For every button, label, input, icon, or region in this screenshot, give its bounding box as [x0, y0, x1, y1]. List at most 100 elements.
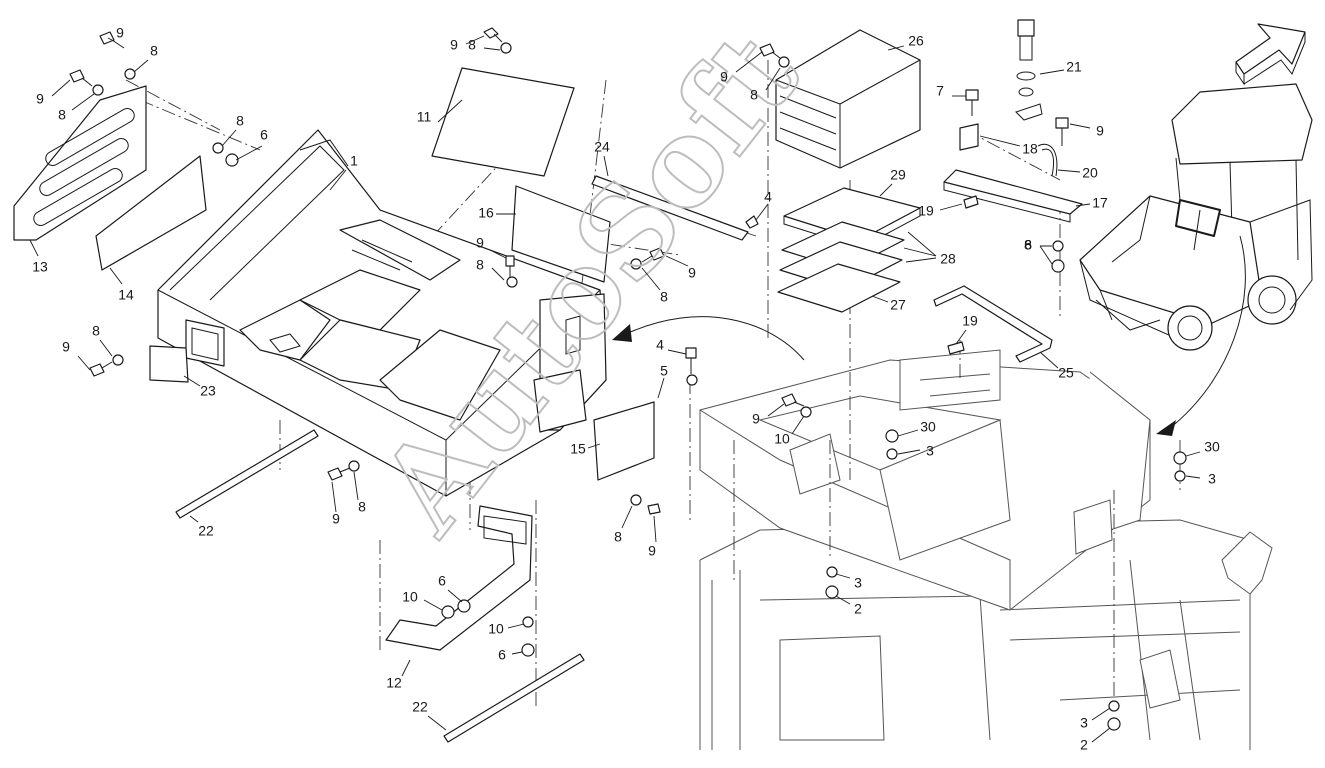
machine-overview-illustration	[1079, 83, 1313, 351]
callout-label-6: 6	[438, 573, 446, 589]
callout-leader-22	[427, 715, 447, 731]
callout-leader-8	[641, 267, 661, 291]
callout-leader-11	[437, 99, 463, 123]
louvre-box	[775, 29, 921, 169]
callout-label-2: 2	[854, 601, 862, 617]
washer-icon	[124, 68, 136, 80]
callout-leader-8	[621, 505, 633, 529]
callout-label-5: 5	[660, 363, 668, 379]
callout-leader-9	[107, 37, 113, 41]
callout-label-6: 6	[1024, 237, 1032, 253]
arrowhead-center-icon	[612, 324, 632, 342]
nut-icon	[225, 153, 239, 167]
callout-label-28: 28	[940, 251, 956, 267]
callout-leader-10	[791, 415, 805, 435]
callout-label-10: 10	[774, 431, 790, 447]
washer-icon	[778, 56, 790, 68]
callout-label-30: 30	[1204, 439, 1220, 455]
callout-leader-26	[887, 45, 905, 51]
callout-label-9: 9	[450, 37, 458, 53]
side-plate	[593, 401, 655, 481]
callout-label-8: 8	[58, 107, 66, 123]
callout-leader-9	[1069, 123, 1091, 129]
callout-label-4: 4	[764, 189, 772, 205]
callout-leader-9	[767, 403, 785, 417]
arrowhead-right-icon	[1156, 420, 1176, 436]
bolt-icon	[759, 43, 781, 59]
callout-label-8: 8	[236, 113, 244, 129]
callout-leader-8	[99, 339, 113, 357]
callout-label-9: 9	[688, 265, 696, 281]
callout-leader-6	[511, 651, 523, 655]
bolt-icon	[685, 347, 697, 374]
nut-icon	[825, 585, 839, 599]
callout-label-17: 17	[1092, 195, 1108, 211]
callout-label-3: 3	[1080, 715, 1088, 731]
callout-leader-3	[897, 449, 921, 455]
washer-icon	[886, 448, 898, 460]
installed-hood-assembly	[699, 349, 1151, 611]
callout-label-8: 8	[614, 529, 622, 545]
callout-leader-29	[879, 183, 893, 197]
bolt-icon	[647, 503, 661, 515]
callout-label-9: 9	[752, 411, 760, 427]
washer-icon	[1052, 240, 1064, 252]
callout-leader-27	[871, 295, 889, 303]
callout-leader-4	[755, 203, 769, 221]
callout-leader-9	[653, 515, 657, 543]
callout-label-13: 13	[32, 259, 48, 275]
washer-icon	[506, 276, 518, 288]
clip-icon	[947, 341, 965, 355]
callout-label-10: 10	[488, 621, 504, 637]
callout-label-15: 15	[570, 441, 586, 457]
top-cover-panel	[431, 67, 575, 177]
callout-leader-8	[133, 59, 149, 73]
callout-label-26: 26	[908, 33, 924, 49]
callout-label-30: 30	[920, 419, 936, 435]
nut-icon	[457, 599, 471, 613]
callout-leader-6	[235, 145, 263, 161]
small-cover-plate	[149, 345, 189, 383]
callout-label-27: 27	[890, 297, 906, 313]
washer-icon	[348, 460, 360, 472]
callout-leader-6	[1039, 245, 1053, 265]
washer-icon	[800, 406, 812, 418]
callout-label-2: 2	[1080, 737, 1088, 753]
callout-leader-8	[491, 267, 505, 281]
callout-leader-30	[897, 429, 919, 437]
filter-mats	[777, 187, 921, 313]
callout-leader-8	[221, 129, 237, 147]
washer-icon	[212, 142, 224, 154]
callout-leader-3	[1091, 707, 1111, 721]
step-bracket	[385, 505, 533, 651]
callout-label-3: 3	[854, 575, 862, 591]
callout-label-4: 4	[656, 337, 664, 353]
bolt-icon	[89, 361, 113, 377]
callout-leader-20	[1057, 169, 1081, 173]
side-bracket-panel	[95, 155, 207, 271]
callout-label-19: 19	[962, 313, 978, 329]
callout-leader-1	[329, 169, 347, 191]
callout-label-8: 8	[476, 257, 484, 273]
bolt-icon	[69, 69, 93, 87]
nut-icon	[1051, 259, 1065, 273]
washer-icon	[92, 84, 104, 96]
callout-label-29: 29	[890, 167, 906, 183]
callout-label-20: 20	[1082, 165, 1098, 181]
washer-icon	[630, 494, 642, 506]
callout-label-8: 8	[92, 323, 100, 339]
callout-leader-4	[667, 349, 687, 355]
callout-label-9: 9	[648, 543, 656, 559]
callout-leader-2	[1091, 727, 1111, 743]
washer-icon	[686, 374, 698, 386]
washer-icon	[112, 354, 124, 366]
callout-label-9: 9	[116, 25, 124, 41]
callout-leader-30	[1185, 451, 1201, 457]
callout-label-3: 3	[926, 443, 934, 459]
callout-label-9: 9	[62, 339, 70, 355]
callout-label-21: 21	[1066, 59, 1082, 75]
nut-icon	[441, 605, 455, 619]
callout-leader-9	[77, 355, 91, 371]
bolt-icon	[327, 467, 351, 481]
